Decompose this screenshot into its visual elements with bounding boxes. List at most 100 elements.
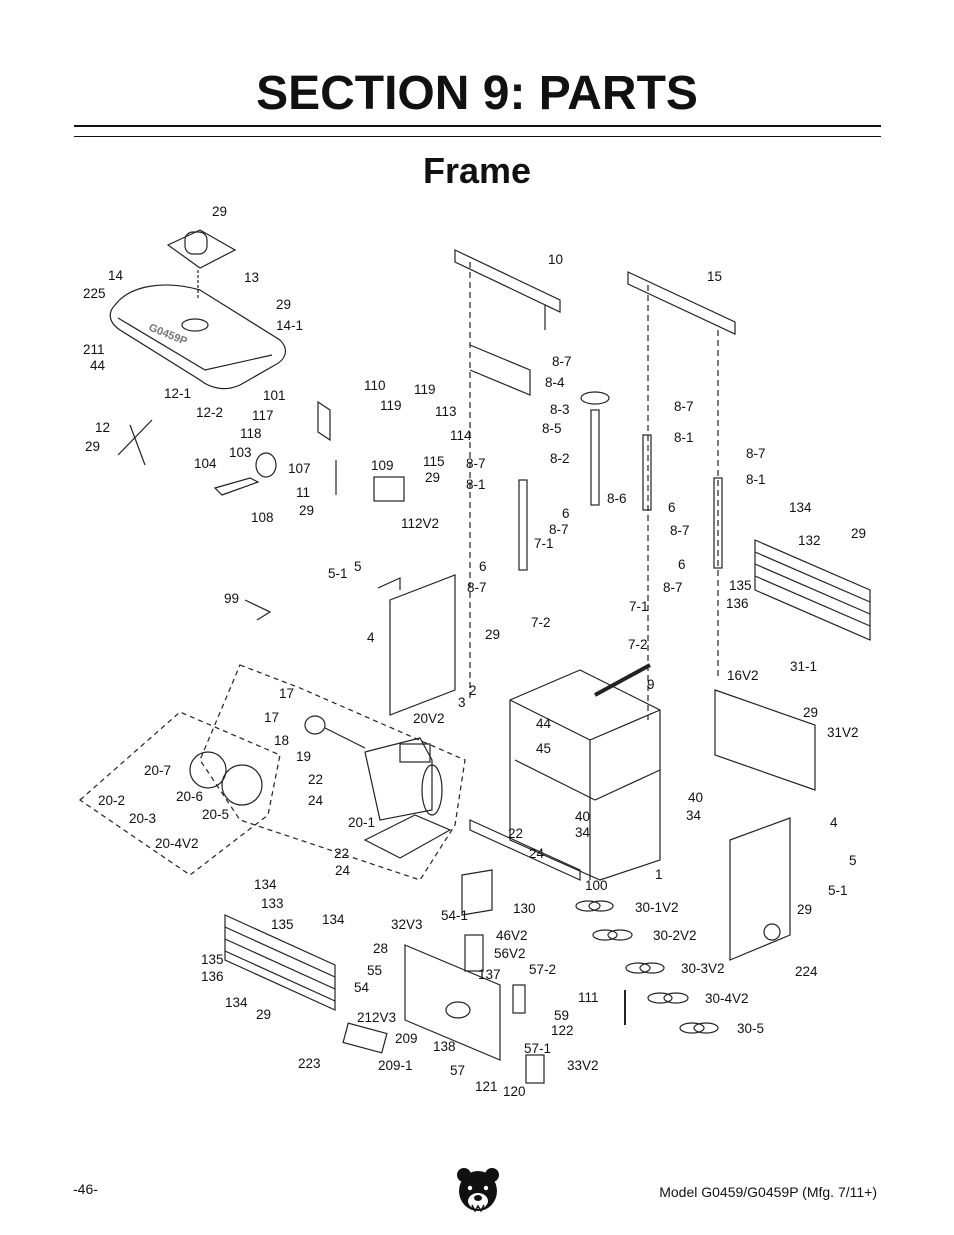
callout: 136 xyxy=(726,596,749,611)
page-number: -46- xyxy=(73,1181,98,1197)
callout: 29 xyxy=(797,902,812,917)
gear-rack-9 xyxy=(594,663,651,697)
callout: 10 xyxy=(548,252,563,267)
callout: 8-3 xyxy=(550,402,570,417)
callout: 118 xyxy=(240,426,262,441)
callout: 7-2 xyxy=(531,615,551,630)
callout: 101 xyxy=(263,388,286,403)
callout: 13 xyxy=(244,270,259,285)
panel-16v2 xyxy=(714,689,816,791)
callout: 2 xyxy=(469,683,477,698)
callout: 134 xyxy=(322,912,345,927)
callout: 12-2 xyxy=(196,405,223,420)
callout: 12-1 xyxy=(164,386,191,401)
callout: 29 xyxy=(212,204,227,219)
callout: 138 xyxy=(433,1039,456,1054)
callout: 108 xyxy=(251,510,274,525)
callout: 45 xyxy=(536,741,551,756)
callout: 22 xyxy=(308,772,323,787)
callout: 224 xyxy=(795,964,818,979)
callout: 22 xyxy=(508,826,523,841)
callout: 29 xyxy=(299,503,314,518)
callout: 120 xyxy=(503,1084,526,1099)
switch-33v2 xyxy=(525,1054,545,1084)
callout: 20-4V2 xyxy=(155,836,199,851)
motor-group-outline xyxy=(199,664,466,881)
callout: 29 xyxy=(485,627,500,642)
callout: 8-7 xyxy=(746,446,766,461)
callout: 134 xyxy=(789,500,812,515)
callout: 16V2 xyxy=(727,668,759,683)
callout: 133 xyxy=(261,896,284,911)
callout: 24 xyxy=(335,863,351,878)
callout: 20-2 xyxy=(98,793,125,808)
callout: 111 xyxy=(578,990,599,1005)
header-rule-thin xyxy=(74,136,881,137)
callout: 6 xyxy=(668,500,676,515)
callout: 134 xyxy=(254,877,277,892)
callout: 1 xyxy=(655,867,663,882)
callout: 30-3V2 xyxy=(681,961,725,976)
callout: 8-7 xyxy=(670,523,690,538)
callout: 8-1 xyxy=(674,430,694,445)
callout: 56V2 xyxy=(494,946,526,961)
callout: 17 xyxy=(264,710,279,725)
side-panel-4-lower xyxy=(729,817,791,961)
callout: 8-7 xyxy=(663,580,683,595)
callout: 117 xyxy=(252,408,274,423)
callout: 103 xyxy=(229,445,252,460)
belts xyxy=(575,900,719,1034)
callout: 29 xyxy=(85,439,100,454)
top-crossbar-15 xyxy=(627,271,736,720)
callout: 22 xyxy=(334,846,349,861)
callout: 115 xyxy=(423,454,445,469)
callout: 5 xyxy=(849,853,857,868)
callout: 5 xyxy=(354,559,362,574)
upper-cover-part: G0459P xyxy=(109,284,287,390)
hex-wrench-99 xyxy=(244,599,272,621)
callout: 57 xyxy=(450,1063,465,1078)
bear-logo-icon xyxy=(457,1168,499,1213)
callout: 54-1 xyxy=(441,908,468,923)
callout: 223 xyxy=(298,1056,321,1071)
callout: 20-5 xyxy=(202,807,229,822)
callout: 29 xyxy=(851,526,866,541)
motor-part xyxy=(304,715,443,821)
callout: 33V2 xyxy=(567,1058,599,1073)
callout: 5-1 xyxy=(828,883,848,898)
fan-group-outline xyxy=(79,711,281,876)
lead-screws xyxy=(518,391,723,571)
callout: 136 xyxy=(201,969,224,984)
callout: 130 xyxy=(513,901,536,916)
callout: 135 xyxy=(271,917,294,932)
callout: 113 xyxy=(435,404,457,419)
callout: 17 xyxy=(279,686,294,701)
callout: 9 xyxy=(647,677,655,692)
callout: 30-2V2 xyxy=(653,928,697,943)
callout: 34 xyxy=(686,808,702,823)
callout: 8-1 xyxy=(466,477,486,492)
callout: 135 xyxy=(201,952,224,967)
callout: 19 xyxy=(296,749,311,764)
callout: 18 xyxy=(274,733,289,748)
callout: 29 xyxy=(256,1007,271,1022)
callout: 31V2 xyxy=(827,725,859,740)
callout: 6 xyxy=(562,506,570,521)
callout: 46V2 xyxy=(496,928,528,943)
callout: 7-1 xyxy=(629,599,649,614)
callout: 44 xyxy=(90,358,106,373)
label-223 xyxy=(342,1022,388,1054)
callout: 57-1 xyxy=(524,1041,551,1056)
callout: 4 xyxy=(830,815,838,830)
callout: 24 xyxy=(308,793,324,808)
callout: 7-2 xyxy=(628,637,648,652)
callout: 31-1 xyxy=(790,659,817,674)
callout: 30-1V2 xyxy=(635,900,679,915)
callout: 29 xyxy=(425,470,440,485)
callout: 57-2 xyxy=(529,962,556,977)
diagram-linework: G0459P xyxy=(79,229,871,1084)
callout: 104 xyxy=(194,456,217,471)
callout: 99 xyxy=(224,591,239,606)
callout: 8-2 xyxy=(550,451,570,466)
callout: 4 xyxy=(367,630,375,645)
